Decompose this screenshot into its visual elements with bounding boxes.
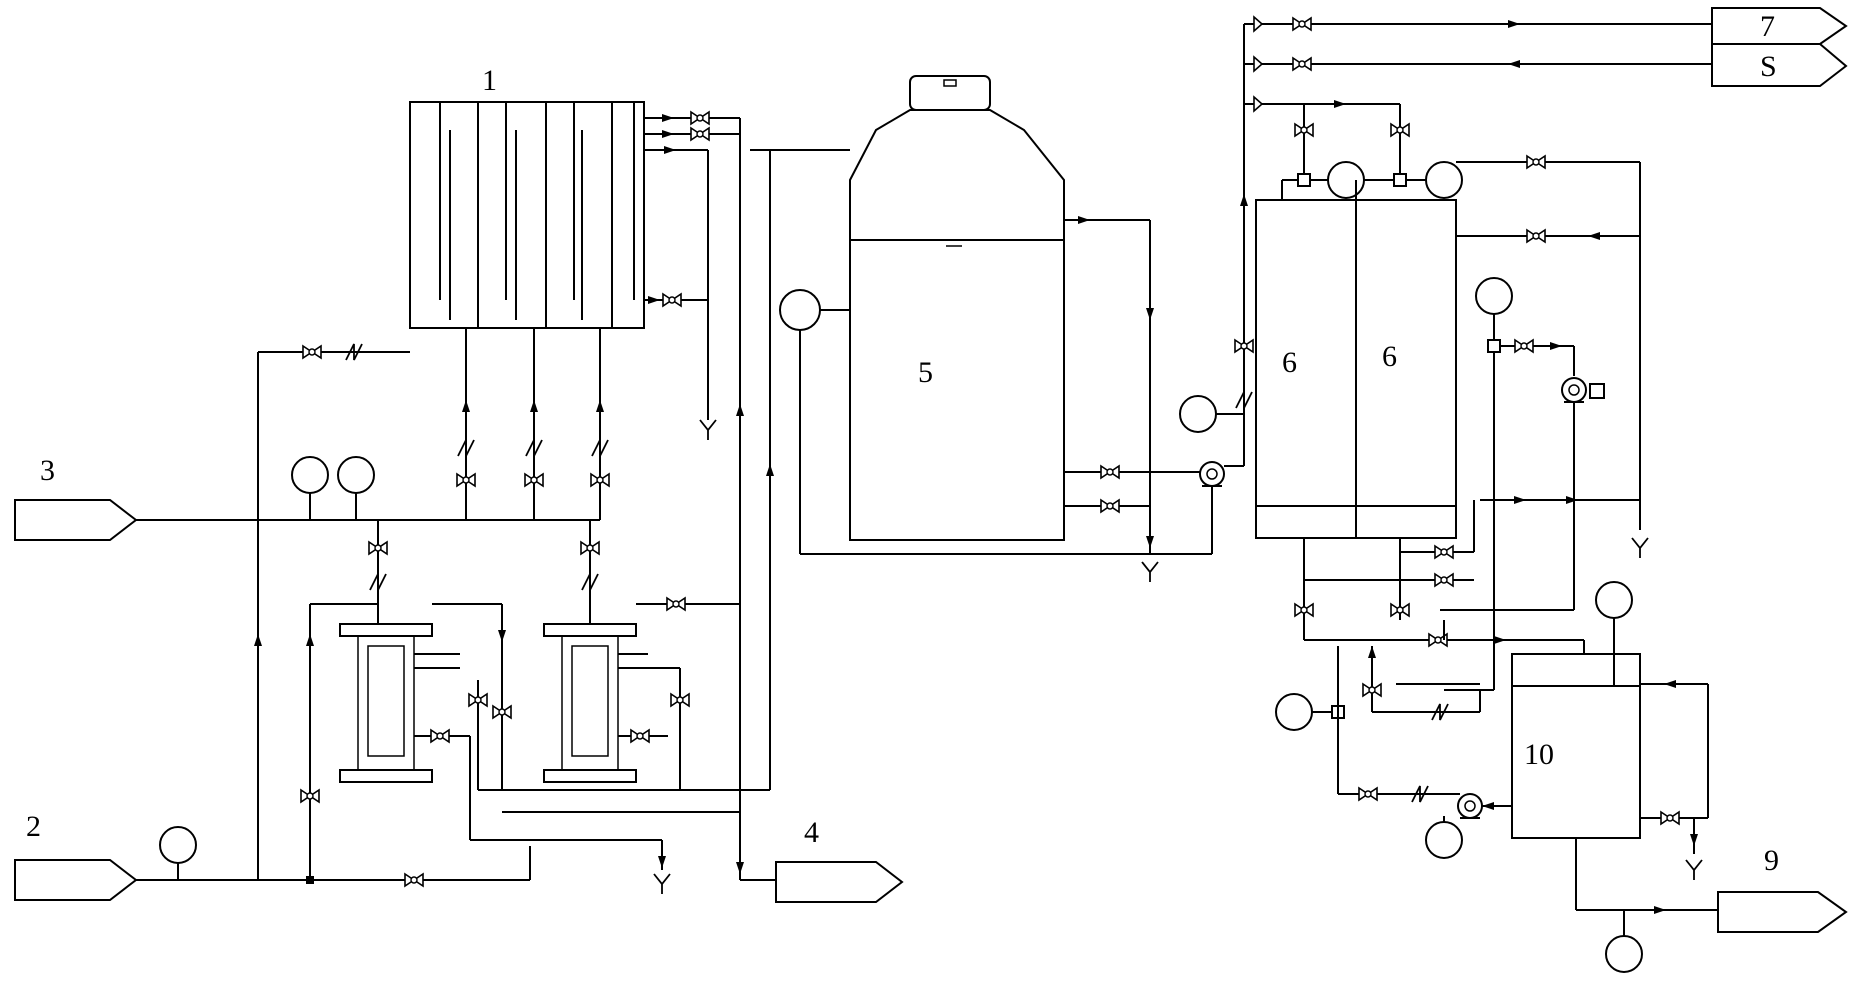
label-tank-10: 10 bbox=[1524, 738, 1554, 771]
unit-1-electrolyzer: 1 bbox=[409, 64, 645, 329]
recycle-pump-assembly bbox=[1275, 646, 1512, 859]
label-unit-1: 1 bbox=[482, 64, 497, 97]
pressure-gauge-inlet-2 bbox=[159, 826, 197, 864]
pressure-gauge-b bbox=[337, 456, 375, 494]
label-outlet-7: 7 bbox=[1760, 10, 1775, 43]
label-column-6b: 6 bbox=[1382, 340, 1397, 373]
top-outlet-lines bbox=[1244, 16, 1712, 72]
bypass-to-unit-1 bbox=[254, 343, 410, 880]
label-outlet-9: 9 bbox=[1764, 844, 1779, 877]
tank-5-piping bbox=[779, 216, 1212, 583]
label-inlet-2: 2 bbox=[26, 810, 41, 843]
outlet-7: 7 bbox=[1711, 7, 1848, 45]
tank-10: 10 bbox=[1511, 653, 1641, 839]
inlet-3: 3 bbox=[14, 454, 138, 541]
tank-10-piping bbox=[1575, 581, 1718, 973]
columns-6-top bbox=[1244, 96, 1463, 200]
columns-6: 6 6 bbox=[1255, 199, 1457, 539]
tank-5: 5 bbox=[849, 75, 1065, 541]
filter-b bbox=[543, 600, 680, 783]
filter-piping bbox=[300, 597, 776, 895]
pressure-gauge-a bbox=[291, 456, 329, 494]
level-gauge-tank-5 bbox=[779, 289, 821, 331]
header-3-line bbox=[136, 328, 610, 600]
label-tank-5: 5 bbox=[918, 356, 933, 389]
label-outlet-4: 4 bbox=[804, 816, 819, 849]
unit-1-outlets bbox=[644, 111, 850, 790]
dosing-pump bbox=[1444, 277, 1605, 691]
outlet-4: 4 bbox=[775, 816, 904, 903]
feed-pump bbox=[1179, 24, 1254, 554]
label-inlet-3: 3 bbox=[40, 454, 55, 487]
label-outlet-8: S bbox=[1760, 50, 1777, 83]
columns-6-bottom-piping bbox=[1294, 488, 1585, 660]
columns-6-right-piping bbox=[1456, 155, 1649, 559]
pressure-gauge-feed bbox=[1179, 395, 1217, 433]
label-column-6a: 6 bbox=[1282, 346, 1297, 379]
outlet-9: 9 bbox=[1717, 844, 1848, 933]
filter-a bbox=[339, 600, 470, 783]
outlet-8: S bbox=[1711, 43, 1848, 87]
inlet-2: 2 bbox=[14, 810, 138, 901]
inlet-2-line bbox=[136, 826, 531, 887]
